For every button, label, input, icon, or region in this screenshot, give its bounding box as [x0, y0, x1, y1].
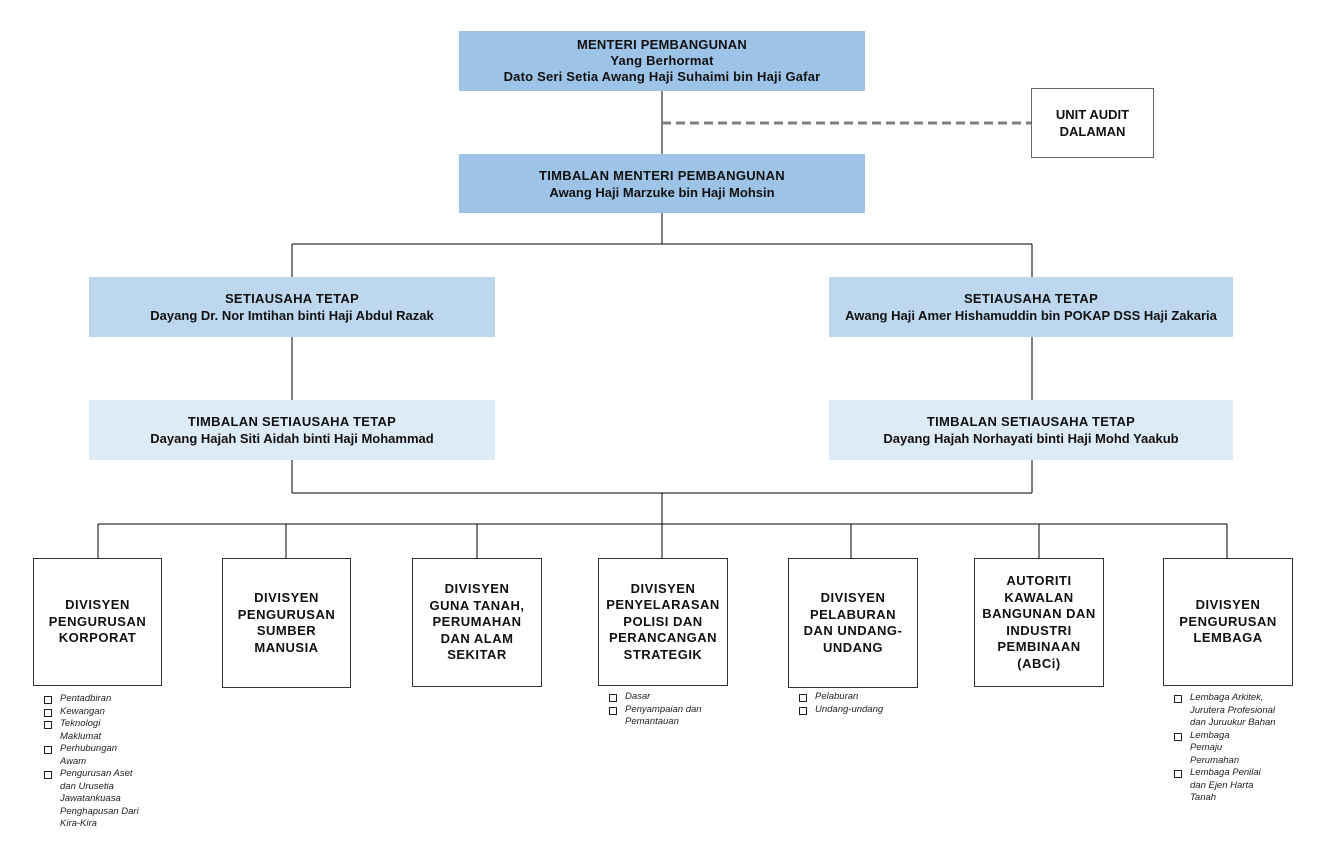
division-box-abci: AUTORITI KAWALAN BANGUNAN DAN INDUSTRI P…: [974, 558, 1104, 687]
deputy-minister-title: TIMBALAN MENTERI PEMBANGUNAN: [539, 167, 785, 183]
division-box-guna-tanah: DIVISYEN GUNA TANAH, PERUMAHAN DAN ALAM …: [412, 558, 542, 687]
division-line: (ABCi): [1017, 655, 1061, 671]
lembaga-units-list: Lembaga Arkitek, Jurutera Profesional da…: [1173, 692, 1291, 805]
deputy-permanent-secretary-title: TIMBALAN SETIAUSAHA TETAP: [187, 414, 397, 429]
division-line: AUTORITI: [1006, 573, 1072, 588]
deputy-permanent-secretary-name: Dayang Hajah Siti Aidah binti Haji Moham…: [150, 431, 434, 446]
korporat-units-list: Pentadbiran Kewangan Teknologi Maklumat …: [43, 693, 155, 831]
list-item: Pengurusan Aset dan Urusetia Jawatankuas…: [43, 768, 155, 831]
division-line: DIVISYEN: [444, 581, 510, 597]
division-line: DAN UNDANG-: [803, 623, 903, 638]
division-line: UNDANG: [822, 639, 884, 655]
list-item: Pentadbiran: [43, 693, 155, 706]
list-item: Penyampaian dan Pemantauan: [608, 704, 726, 729]
list-item: Lembaga Arkitek, Jurutera Profesional da…: [1173, 692, 1291, 730]
permanent-secretary-box-right: SETIAUSAHA TETAP Awang Haji Amer Hishamu…: [829, 277, 1233, 337]
audit-unit-box: UNIT AUDIT DALAMAN: [1031, 88, 1154, 158]
division-line: PENGURUSAN: [237, 606, 336, 622]
division-line: DIVISYEN: [65, 597, 130, 613]
list-item: Perhubungan Awam: [43, 743, 155, 768]
permanent-secretary-box-left: SETIAUSAHA TETAP Dayang Dr. Nor Imtihan …: [89, 277, 495, 337]
division-line: DIVISYEN: [630, 580, 696, 596]
minister-title: MENTERI PEMBANGUNAN: [577, 37, 747, 52]
division-line: DIVISYEN: [1195, 597, 1261, 613]
list-item: Teknologi Maklumat: [43, 718, 155, 743]
deputy-permanent-secretary-box-right: TIMBALAN SETIAUSAHA TETAP Dayang Hajah N…: [829, 400, 1233, 460]
deputy-permanent-secretary-box-left: TIMBALAN SETIAUSAHA TETAP Dayang Hajah S…: [89, 400, 495, 460]
division-box-penyelarasan-polisi: DIVISYEN PENYELARASAN POLISI DAN PERANCA…: [598, 558, 728, 686]
division-line: DAN ALAM: [440, 630, 514, 646]
division-box-korporat: DIVISYEN PENGURUSAN KORPORAT: [33, 558, 162, 686]
list-item: Pelaburan: [798, 691, 908, 704]
division-line: DIVISYEN: [254, 590, 319, 605]
division-box-sumber-manusia: DIVISYEN PENGURUSAN SUMBER MANUSIA: [222, 558, 351, 688]
deputy-minister-box: TIMBALAN MENTERI PEMBANGUNAN Awang Haji …: [459, 154, 865, 213]
penyelarasan-units-list: Dasar Penyampaian dan Pemantauan: [608, 691, 726, 729]
deputy-minister-name: Awang Haji Marzuke bin Haji Mohsin: [549, 184, 775, 200]
division-line: DIVISYEN: [820, 590, 886, 605]
division-line: SEKITAR: [447, 647, 507, 663]
permanent-secretary-name: Awang Haji Amer Hishamuddin bin POKAP DS…: [845, 308, 1217, 323]
division-line: PEMBINAAN: [997, 639, 1081, 654]
minister-name: Dato Seri Setia Awang Haji Suhaimi bin H…: [503, 69, 821, 84]
division-line: GUNA TANAH,: [429, 597, 525, 613]
minister-honorific: Yang Berhormat: [610, 53, 714, 68]
division-line: INDUSTRI: [1006, 622, 1072, 638]
list-item: Lembaga Pemaju Perumahan: [1173, 730, 1291, 768]
division-box-pelaburan: DIVISYEN PELABURAN DAN UNDANG- UNDANG: [788, 558, 918, 688]
pelaburan-units-list: Pelaburan Undang-undang: [798, 691, 908, 716]
division-box-lembaga: DIVISYEN PENGURUSAN LEMBAGA: [1163, 558, 1293, 686]
division-line: PENGURUSAN: [48, 613, 147, 629]
deputy-permanent-secretary-name: Dayang Hajah Norhayati binti Haji Mohd Y…: [883, 431, 1179, 446]
division-line: KAWALAN: [1004, 589, 1074, 605]
division-line: POLISI DAN: [623, 613, 703, 629]
list-item: Dasar: [608, 691, 726, 704]
division-line: SUMBER: [256, 623, 317, 638]
permanent-secretary-title: SETIAUSAHA TETAP: [963, 291, 1099, 306]
minister-box: MENTERI PEMBANGUNAN Yang Berhormat Dato …: [459, 31, 865, 91]
division-line: PERANCANGAN: [608, 630, 718, 646]
division-line: BANGUNAN DAN: [982, 606, 1096, 621]
deputy-permanent-secretary-title: TIMBALAN SETIAUSAHA TETAP: [926, 414, 1136, 429]
audit-unit-line1: UNIT AUDIT: [1055, 107, 1130, 122]
division-line: STRATEGIK: [623, 646, 703, 662]
list-item: Lembaga Penilai dan Ejen Harta Tanah: [1173, 767, 1291, 805]
audit-unit-line2: DALAMAN: [1059, 124, 1126, 139]
division-line: PERUMAHAN: [432, 614, 522, 630]
permanent-secretary-name: Dayang Dr. Nor Imtihan binti Haji Abdul …: [150, 308, 434, 323]
division-line: PENYELARASAN: [606, 597, 720, 613]
division-line: PENGURUSAN: [1179, 613, 1277, 629]
division-line: LEMBAGA: [1193, 630, 1263, 646]
division-line: PELABURAN: [809, 606, 897, 622]
permanent-secretary-title: SETIAUSAHA TETAP: [224, 291, 360, 306]
list-item: Undang-undang: [798, 704, 908, 717]
division-line: MANUSIA: [254, 639, 319, 655]
division-line: KORPORAT: [58, 630, 137, 646]
list-item: Kewangan: [43, 706, 155, 719]
